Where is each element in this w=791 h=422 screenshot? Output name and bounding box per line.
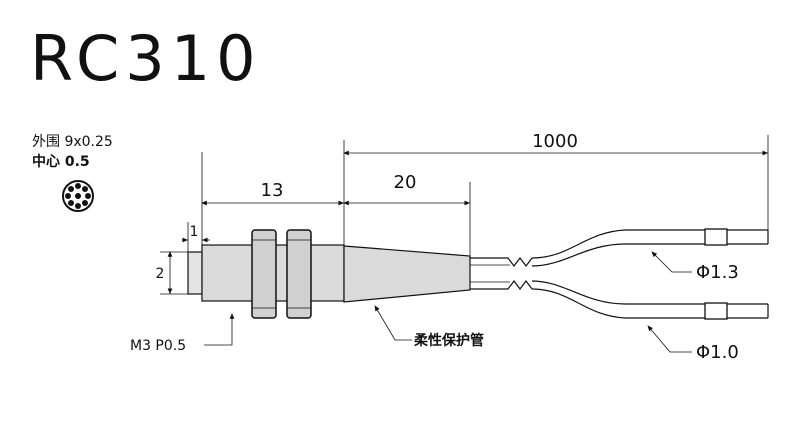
fiber-cross-section-icon [62, 180, 94, 212]
sensor-head [187, 229, 345, 319]
outer-spec-label: 外围 9x0.25 [32, 134, 113, 150]
thread-label: M3 P0.5 [130, 338, 186, 354]
dim-total-length: 1000 [532, 131, 578, 152]
center-spec-label: 中心 0.5 [32, 153, 90, 170]
upper-fiber-label: Φ1.3 [696, 262, 739, 283]
dim-tip-step: 1 [190, 224, 199, 240]
cable [470, 228, 769, 320]
dim-sleeve-length: 20 [394, 172, 417, 193]
flexible-sleeve [343, 245, 471, 303]
dim-head-length: 13 [261, 180, 284, 201]
flexible-tube-label: 柔性保护管 [413, 332, 484, 349]
lower-fiber-label: Φ1.0 [696, 342, 739, 363]
model-title: RC310 [30, 22, 262, 95]
dim-tip-diameter: 2 [156, 266, 165, 282]
